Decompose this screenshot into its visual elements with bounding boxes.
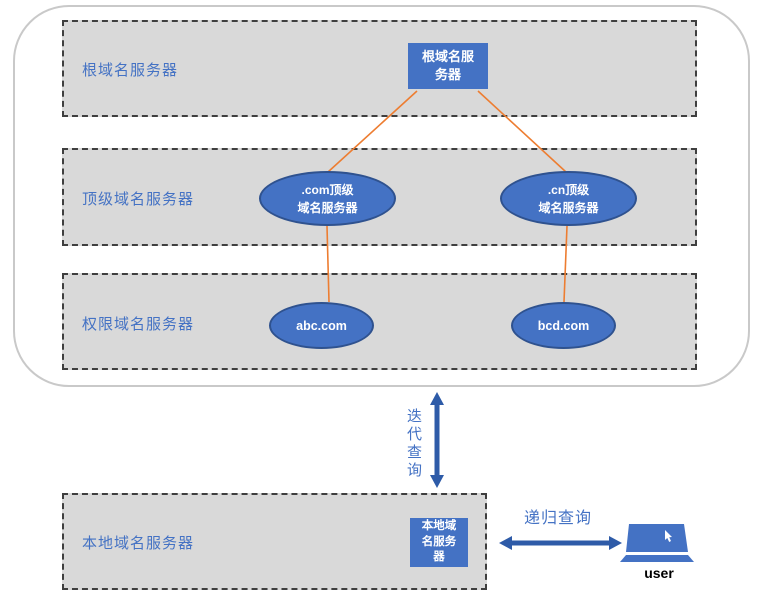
cn-tld-line2: 域名服务器	[538, 200, 599, 215]
recursive-query-label: 递归查询	[524, 510, 593, 527]
root-server-line2: 务器	[434, 67, 461, 82]
com-tld-server-node: .com顶级 域名服务器	[259, 171, 396, 226]
local-band-label: 本地域名服务器	[82, 535, 195, 552]
local-dns-line3: 器	[433, 551, 445, 564]
local-dns-line1: 本地域	[421, 520, 457, 533]
iterative-query-arrow	[430, 392, 444, 488]
arrow-right-icon	[609, 536, 622, 550]
cn-tld-line1: .cn顶级	[547, 182, 590, 197]
root-server-node: 根域名服 务器	[408, 43, 488, 89]
arrow-left-icon	[499, 536, 512, 550]
bcd-com-server-node: bcd.com	[511, 302, 616, 349]
connector-root-com	[327, 90, 418, 173]
bcd-com-label: bcd.com	[537, 318, 590, 333]
connector-com-abc	[326, 225, 330, 303]
cn-tld-server-node: .cn顶级 域名服务器	[500, 171, 637, 226]
com-tld-line1: .com顶级	[301, 182, 354, 197]
band-root-server	[62, 20, 697, 117]
auth-band-label: 权限域名服务器	[82, 316, 195, 333]
connector-cn-bcd	[563, 225, 568, 303]
root-server-line1: 根域名服	[421, 48, 474, 64]
abc-com-label: abc.com	[296, 318, 347, 333]
arrow-down-icon	[430, 475, 444, 488]
tld-band-label: 顶级域名服务器	[82, 191, 195, 208]
arrow-up-icon	[430, 392, 444, 405]
recursive-query-arrow	[499, 536, 622, 550]
local-dns-line2: 名服务	[421, 535, 457, 548]
com-tld-line2: 域名服务器	[297, 200, 358, 215]
local-dns-server-node: 本地域 名服务 器	[410, 518, 468, 567]
laptop-base	[620, 555, 694, 562]
cursor-icon	[665, 530, 672, 542]
laptop-screen	[626, 524, 688, 552]
root-band-label: 根域名服务器	[82, 62, 179, 79]
abc-com-server-node: abc.com	[269, 302, 374, 349]
user-label: user	[644, 565, 674, 581]
laptop-icon	[620, 524, 694, 562]
connector-root-cn	[477, 90, 567, 173]
iterative-query-label: 迭代查询	[405, 408, 422, 480]
